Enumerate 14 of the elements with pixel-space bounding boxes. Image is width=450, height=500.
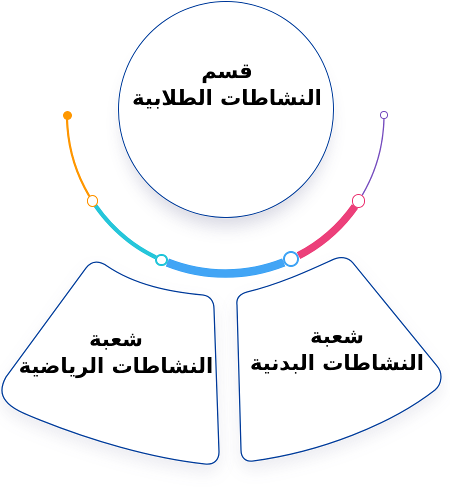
dot-marker — [62, 110, 72, 120]
arc-line — [66, 119, 90, 197]
circle-node: قسم النشاطات الطلابية — [118, 1, 334, 218]
ring-marker — [352, 194, 366, 208]
ring-marker — [155, 254, 168, 266]
arc-line — [362, 118, 385, 196]
card-node: شعبة النشاطات الرياضية — [0, 260, 220, 466]
ring-marker — [86, 195, 98, 207]
arc-line — [296, 204, 358, 259]
ring-marker — [380, 111, 388, 119]
card-node: شعبة النشاطات البدنية — [236, 256, 444, 463]
arc-line — [166, 258, 286, 278]
arc-line — [94, 204, 157, 260]
ring-marker — [283, 251, 300, 268]
